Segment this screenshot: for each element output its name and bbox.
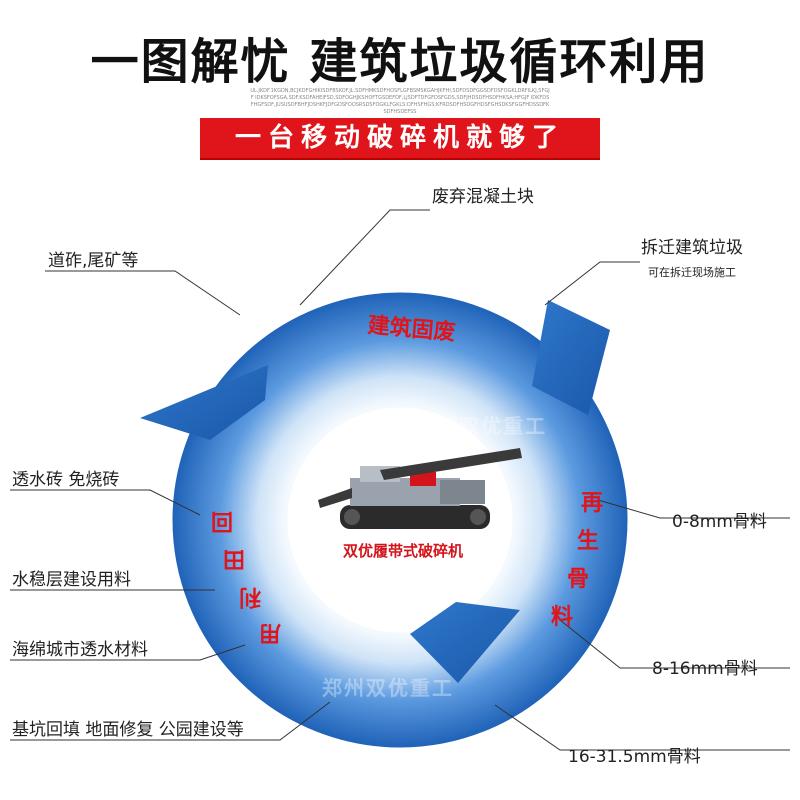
leader-agg-0-8 [597, 499, 790, 519]
ring-label-field-reuse: 回 田 利 用 [211, 508, 281, 645]
label-aggregate-0-8mm: 0-8mm骨料 [672, 512, 767, 532]
machine-caption: 双优履带式破碎机 [342, 542, 463, 560]
leader-waste-concrete [299, 209, 430, 306]
headline-text: 一台移动破碎机就够了 [234, 123, 565, 153]
label-aggregate-16-31mm: 16-31.5mm骨料 [568, 747, 701, 767]
watermark-upper: 郑州双优重工 [415, 414, 547, 438]
cycle-ring [172, 292, 628, 748]
leader-demolition [544, 261, 640, 306]
label-demolition-waste: 拆迁建筑垃圾 [641, 238, 743, 258]
fine-print-text: UL.JKDF.1KGDN,BCJKDFGHIKISDFBSKOF.JL.SDF… [250, 88, 550, 115]
ring-char-left-1: 回 [211, 508, 233, 533]
label-aggregate-8-16mm: 8-16mm骨料 [652, 659, 758, 679]
arrowhead-top-right [532, 300, 610, 415]
arrowhead-left [140, 365, 268, 440]
leader-sponge [10, 644, 246, 661]
label-sponge-city: 海绵城市透水材料 [12, 640, 148, 660]
crawler-crusher-illustration [318, 448, 522, 529]
leader-ballast [45, 270, 241, 316]
leader-lines [10, 209, 790, 751]
leader-backfill [10, 701, 331, 741]
ring-char-left-4: 用 [259, 620, 281, 645]
page-title: 一图解忧 建筑垃圾循环利用 [90, 34, 710, 90]
leader-agg-8-16 [559, 619, 790, 669]
ring-char-right-3: 骨 [567, 567, 589, 592]
ring-char-right-2: 生 [577, 529, 599, 554]
arrowhead-bottom [410, 602, 520, 683]
label-demolition-note: 可在拆迁现场施工 [648, 266, 736, 279]
leader-brick [10, 489, 201, 516]
label-ballast-tailings: 道砟,尾矿等 [48, 251, 139, 271]
label-backfill: 基坑回填 地面修复 公园建设等 [12, 720, 244, 740]
ring-char-left-2: 田 [223, 546, 245, 571]
label-stabilized-layer: 水稳层建设用料 [12, 570, 131, 590]
headline-banner [200, 118, 600, 158]
leader-agg-16-31 [494, 704, 790, 751]
ring-label-recycled-aggregate: 再 生 骨 料 [551, 491, 603, 630]
ring-char-right-4: 料 [551, 605, 573, 630]
label-permeable-brick: 透水砖 免烧砖 [12, 470, 120, 490]
watermark-lower: 郑州双优重工 [322, 676, 454, 700]
ring-char-right-1: 再 [581, 491, 603, 516]
ring-char-left-3: 利 [239, 584, 261, 609]
label-waste-concrete: 废弃混凝土块 [432, 187, 534, 207]
